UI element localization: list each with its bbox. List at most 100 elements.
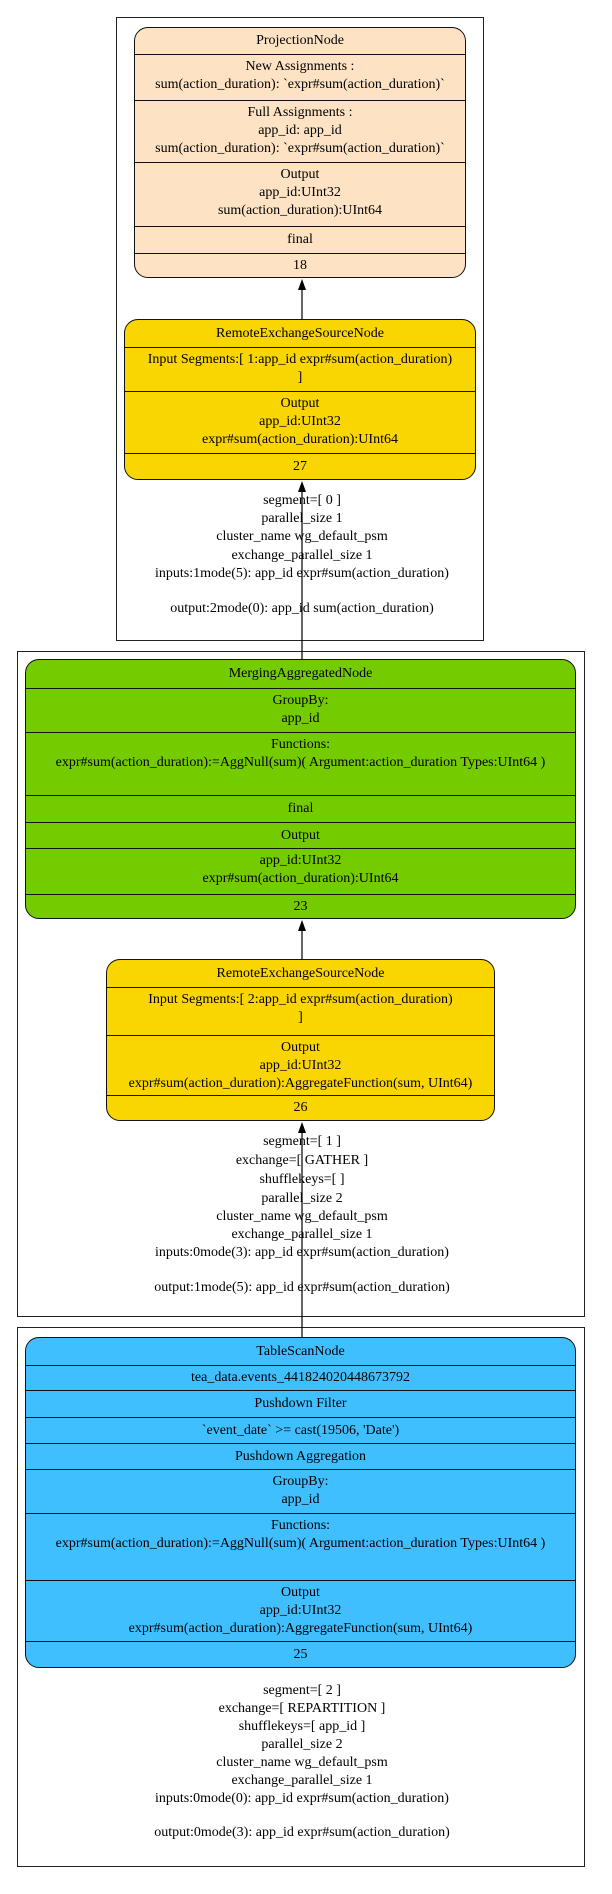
segment-info-line: shufflekeys=[ ] <box>259 1172 345 1187</box>
node-id-text: 27 <box>293 458 307 474</box>
node-title: RemoteExchangeSourceNode <box>107 960 494 987</box>
node-id: 26 <box>107 1095 494 1120</box>
section-header: GroupBy: <box>272 1474 329 1489</box>
section-text: tea_data.events_441824020448673792 <box>191 1370 410 1385</box>
final-section: final <box>135 226 465 253</box>
remote-exchange-source-node[interactable]: RemoteExchangeSourceNode Input Segments:… <box>106 959 495 1121</box>
section-text: ] <box>298 1010 303 1025</box>
node-id: 23 <box>26 894 575 918</box>
node-id: 18 <box>135 253 465 277</box>
section-text: expr#sum(action_duration):=AggNull(sum)(… <box>55 755 546 770</box>
segment-info-line: segment=[ 1 ] <box>263 1134 341 1149</box>
segment-info-line: parallel_size 1 <box>261 511 343 526</box>
output-section: Output app_id:UInt32 expr#sum(action_dur… <box>26 1580 575 1641</box>
section-text: Input Segments:[ 1:app_id expr#sum(actio… <box>147 352 453 367</box>
section-header: Pushdown Filter <box>254 1396 347 1411</box>
segment-cluster-1 <box>17 651 585 1317</box>
new-assignments-section: New Assignments : sum(action_duration): … <box>135 54 465 100</box>
groupby-section: GroupBy: app_id <box>26 1469 575 1513</box>
node-title-text: RemoteExchangeSourceNode <box>216 965 385 981</box>
segment-info-line: inputs:0mode(0): app_id expr#sum(action_… <box>155 1791 449 1806</box>
segment-info-line: parallel_size 2 <box>261 1191 343 1206</box>
node-title: RemoteExchangeSourceNode <box>125 320 475 347</box>
pushdown-filter-header: Pushdown Filter <box>26 1390 575 1417</box>
section-text: app_id:UInt32 <box>259 185 341 200</box>
section-header: Functions: <box>270 1518 331 1533</box>
section-text: ] <box>297 370 303 385</box>
node-title-text: MergingAggregatedNode <box>228 666 373 681</box>
node-id: 25 <box>26 1641 575 1667</box>
segment-cluster-2 <box>17 1327 585 1867</box>
section-header: Full Assignments : <box>247 105 353 120</box>
segment-info-line: exchange_parallel_size 1 <box>231 1227 373 1242</box>
output-header-section: Output <box>26 822 575 848</box>
section-header: Output <box>280 396 320 411</box>
output-section: Output app_id:UInt32 expr#sum(action_dur… <box>125 391 475 453</box>
output-section: Output app_id:UInt32 expr#sum(action_dur… <box>107 1035 494 1095</box>
section-text: app_id:UInt32 <box>259 1603 342 1618</box>
segment-info-line: exchange=[ REPARTITION ] <box>218 1701 386 1716</box>
section-header: Functions: <box>270 737 331 752</box>
node-title: ProjectionNode <box>135 28 465 54</box>
functions-section: Functions: expr#sum(action_duration):=Ag… <box>26 732 575 795</box>
section-header: GroupBy: <box>272 693 329 708</box>
section-text: sum(action_duration): `expr#sum(action_d… <box>155 141 445 156</box>
section-text: Input Segments:[ 2:app_id expr#sum(actio… <box>148 992 453 1007</box>
section-text: app_id:UInt32 <box>259 1058 342 1073</box>
input-segments-section: Input Segments:[ 2:app_id expr#sum(actio… <box>107 987 494 1035</box>
section-header: Output <box>281 827 320 843</box>
functions-section: Functions: expr#sum(action_duration):=Ag… <box>26 1513 575 1580</box>
segment-info-line: exchange_parallel_size 1 <box>231 1773 373 1788</box>
projection-node[interactable]: ProjectionNode New Assignments : sum(act… <box>134 27 466 278</box>
output-section: Output app_id:UInt32 sum(action_duration… <box>135 162 465 226</box>
node-title: MergingAggregatedNode <box>26 660 575 688</box>
groupby-section: GroupBy: app_id <box>26 688 575 732</box>
section-text: app_id:UInt32 <box>259 853 342 868</box>
section-text: expr#sum(action_duration):AggregateFunct… <box>128 1076 473 1091</box>
node-id-text: 23 <box>293 898 308 914</box>
segment-info-line: output:1mode(5): app_id expr#sum(action_… <box>154 1280 450 1295</box>
node-title-text: RemoteExchangeSourceNode <box>216 325 384 341</box>
section-text: app_id <box>281 711 320 726</box>
segment-info-line: cluster_name wg_default_psm <box>216 1755 388 1770</box>
segment-info-line: output:2mode(0): app_id sum(action_durat… <box>170 601 434 616</box>
segment-info-line: segment=[ 2 ] <box>263 1683 341 1698</box>
node-id-text: 26 <box>293 1100 308 1115</box>
segment-info-line: parallel_size 2 <box>261 1737 343 1752</box>
segment-info-line: cluster_name wg_default_psm <box>216 529 388 544</box>
final-text: final <box>287 801 314 816</box>
merging-aggregated-node[interactable]: MergingAggregatedNode GroupBy: app_id Fu… <box>25 659 576 919</box>
full-assignments-section: Full Assignments : app_id: app_id sum(ac… <box>135 100 465 162</box>
segment-info-line: shufflekeys=[ app_id ] <box>238 1719 366 1734</box>
output-section: app_id:UInt32 expr#sum(action_duration):… <box>26 848 575 894</box>
input-segments-section: Input Segments:[ 1:app_id expr#sum(actio… <box>125 347 475 391</box>
section-header: Output <box>280 167 320 182</box>
node-id: 27 <box>125 453 475 479</box>
section-text: sum(action_duration): `expr#sum(action_d… <box>155 77 445 92</box>
segment-info-line: exchange=[ GATHER ] <box>235 1153 369 1168</box>
section-text: `event_date` >= cast(19506, 'Date') <box>201 1422 400 1438</box>
node-id-text: 18 <box>293 257 307 273</box>
section-text: sum(action_duration):UInt64 <box>217 203 383 218</box>
segment-info-line: exchange_parallel_size 1 <box>231 548 373 563</box>
section-text: app_id:UInt32 <box>259 414 341 429</box>
node-title: TableScanNode <box>26 1338 575 1365</box>
pushdown-aggregation-header: Pushdown Aggregation <box>26 1443 575 1469</box>
final-text: final <box>287 232 313 247</box>
section-text: app_id <box>281 1492 320 1507</box>
segment-info-line: segment=[ 0 ] <box>263 493 341 508</box>
segment-info-line: output:0mode(3): app_id expr#sum(action_… <box>154 1825 450 1840</box>
section-header: Output <box>281 1585 320 1600</box>
remote-exchange-source-node[interactable]: RemoteExchangeSourceNode Input Segments:… <box>124 319 476 480</box>
segment-info-line: inputs:0mode(3): app_id expr#sum(action_… <box>155 1245 449 1260</box>
node-title-text: ProjectionNode <box>256 33 344 48</box>
final-section: final <box>26 795 575 822</box>
section-text: app_id: app_id <box>258 123 342 138</box>
pushdown-filter-section: `event_date` >= cast(19506, 'Date') <box>26 1417 575 1443</box>
section-text: expr#sum(action_duration):=AggNull(sum)(… <box>55 1536 546 1551</box>
segment-info-line: inputs:1mode(5): app_id expr#sum(action_… <box>155 566 449 581</box>
section-header: Pushdown Aggregation <box>234 1448 367 1464</box>
section-text: expr#sum(action_duration):UInt64 <box>202 432 398 447</box>
table-scan-node[interactable]: TableScanNode tea_data.events_4418240204… <box>25 1337 576 1668</box>
section-header: New Assignments : <box>245 59 355 74</box>
